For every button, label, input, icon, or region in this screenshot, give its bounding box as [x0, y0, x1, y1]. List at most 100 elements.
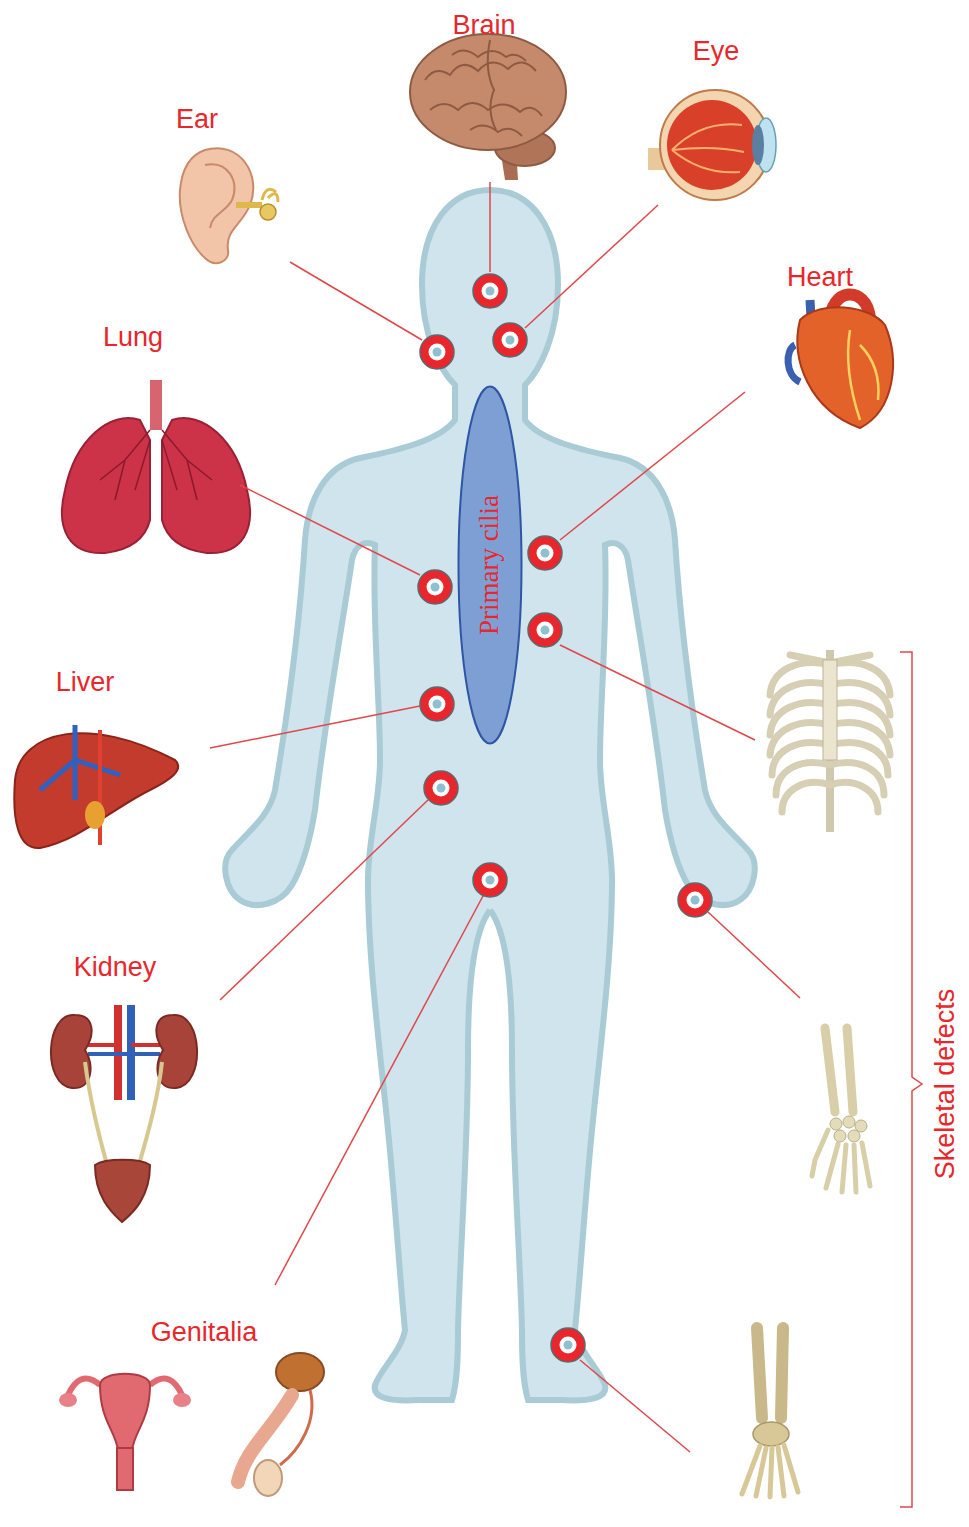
- eye-illustration-part: [667, 100, 757, 190]
- kidney-illustration-part: [88, 1043, 160, 1047]
- hand-bones-illustration-part-part: [848, 1130, 860, 1142]
- hand-bones-illustration-part-part: [830, 1118, 842, 1130]
- eye-illustration: [648, 90, 776, 200]
- brain-illustration-part-part: [488, 40, 496, 130]
- brain-illustration-part-part: [470, 125, 522, 136]
- lung-illustration-part: [162, 418, 250, 553]
- leader-lines: [210, 182, 800, 1452]
- hand-bones-illustration-part-part: [812, 1130, 870, 1192]
- genitalia-illustration-part: [276, 1353, 324, 1391]
- organ-label: Brain: [452, 11, 515, 41]
- heart-illustration-part: [788, 345, 800, 382]
- eye-illustration-part: [672, 124, 744, 172]
- lung-illustration-part: [150, 380, 162, 430]
- genitalia-illustration: [59, 1353, 324, 1496]
- node-text: Primary cilia: [475, 495, 505, 635]
- cilia-ellipse: Primary cilia: [457, 385, 523, 745]
- ribcage-illustration: [770, 650, 890, 832]
- ribcage-illustration-part: [770, 655, 890, 812]
- leader-lines-part: [560, 645, 755, 740]
- cilia-markers-part: [551, 1328, 585, 1362]
- genitalia-illustration-part: [117, 1448, 133, 1490]
- ribcage-illustration-part-part: [782, 783, 878, 812]
- leader-lines-part: [240, 485, 420, 575]
- organ-label: Ear: [176, 105, 218, 135]
- cilia-markers-part: [420, 687, 454, 721]
- organ-label: Liver: [56, 668, 115, 698]
- brain-illustration-part-part: [430, 103, 542, 116]
- lung-illustration-part: [100, 430, 212, 500]
- cilia-markers-part: [424, 771, 458, 805]
- foot-bones-illustration: [742, 1328, 798, 1497]
- liver-illustration-part: [14, 733, 178, 848]
- organ-label: Lung: [103, 323, 163, 353]
- ear-illustration-part: [205, 164, 234, 228]
- bracket: [900, 652, 922, 1507]
- cilia-markers: [418, 274, 712, 1362]
- leader-lines-part: [290, 262, 422, 340]
- cilia-markers-part: [528, 613, 562, 647]
- leader-lines-part: [489, 182, 491, 272]
- leader-lines-part: [525, 205, 658, 328]
- leader-lines-part: [708, 912, 800, 998]
- heart-illustration-part: [798, 307, 893, 428]
- genitalia-illustration-part: [254, 1460, 282, 1496]
- hand-bones-illustration-part: [825, 1028, 853, 1112]
- kidney-illustration-part: [88, 1052, 160, 1056]
- foot-bones-illustration-part: [753, 1422, 789, 1446]
- organ-label: Kidney: [74, 953, 157, 983]
- body-silhouette-part: [490, 190, 755, 1400]
- cilia-markers-part: [473, 863, 507, 897]
- cilia-markers-part: [528, 536, 562, 570]
- organ-label: Heart: [787, 263, 853, 293]
- ear-illustration-part: [262, 189, 278, 202]
- cilia-markers-part: [418, 570, 452, 604]
- foot-bones-illustration-part: [742, 1445, 798, 1497]
- cilia-markers-part: [493, 323, 527, 357]
- leader-lines-part: [275, 896, 483, 1285]
- organ-label: Eye: [693, 37, 740, 67]
- leader-lines-part: [560, 392, 745, 540]
- genitalia-illustration-part: [280, 1390, 312, 1465]
- foot-bones-illustration-part-part: [757, 1328, 783, 1418]
- leader-lines-part: [210, 706, 420, 748]
- body-silhouette-part: [225, 190, 490, 1400]
- ellipse-shape: [459, 387, 522, 744]
- ear-illustration-part: [260, 204, 276, 220]
- kidney-illustration: [51, 1005, 197, 1222]
- eye-illustration-part-part: [672, 148, 744, 152]
- brain-illustration-part: [410, 34, 566, 150]
- leader-lines-part: [220, 800, 428, 1000]
- hand-bones-illustration: [812, 1028, 870, 1192]
- brain-illustration: [410, 34, 566, 180]
- hand-bones-illustration-part: [830, 1116, 867, 1142]
- liver-illustration-part: [85, 801, 105, 829]
- cilia-markers-part: [420, 335, 454, 369]
- brain-illustration-part-part: [425, 62, 536, 80]
- foot-bones-illustration-part-part: [742, 1445, 798, 1497]
- liver-illustration-part: [40, 725, 120, 800]
- leader-lines-part: [580, 1360, 690, 1452]
- brain-illustration-part: [425, 40, 542, 136]
- hand-bones-illustration-part: [812, 1130, 870, 1192]
- genitalia-illustration-part: [173, 1393, 191, 1407]
- hand-bones-illustration-part-part: [843, 1116, 855, 1128]
- group-label: Skeletal defects: [931, 989, 961, 1180]
- kidney-illustration-part: [85, 1062, 162, 1168]
- foot-bones-illustration-part: [757, 1328, 783, 1418]
- cilia-markers-part: [473, 274, 507, 308]
- organ-label: Genitalia: [151, 1318, 258, 1348]
- kidney-illustration-part: [95, 1160, 150, 1222]
- ribcage-illustration-part: [823, 660, 837, 760]
- heart-illustration-part: [848, 330, 878, 420]
- genitalia-illustration-part: [59, 1393, 77, 1407]
- eye-illustration-part-part: [672, 150, 740, 172]
- body-silhouette-part: [225, 190, 490, 1400]
- ear-illustration: [180, 148, 278, 263]
- heart-illustration: [788, 294, 893, 428]
- hand-bones-illustration-part-part: [825, 1028, 853, 1112]
- lung-illustration-part: [62, 418, 150, 553]
- body-silhouette: [225, 190, 754, 1400]
